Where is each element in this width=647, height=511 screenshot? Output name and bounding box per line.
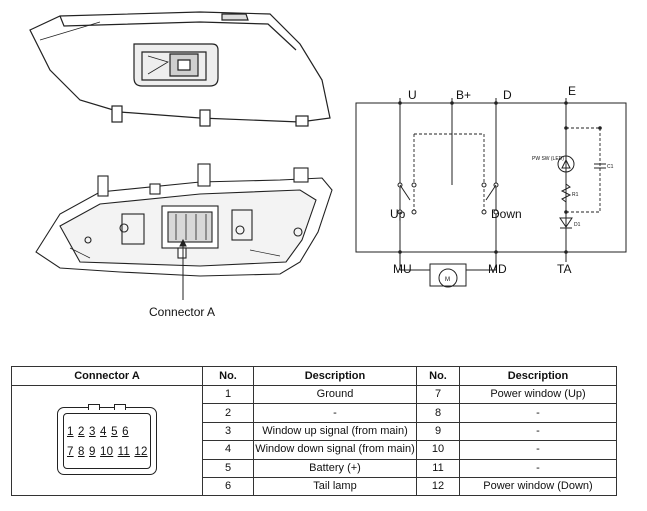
switch-housing-bottom-view: [35, 163, 333, 277]
pin-description: -: [459, 458, 617, 478]
connector-face-cell: 1 2 3 4 5 6 7 8 9 10 11: [11, 384, 203, 497]
pin-number: 7: [67, 445, 74, 458]
pin-description: Window down signal (from main): [253, 440, 417, 460]
pin-number: 10: [100, 445, 114, 458]
terminal-d-label: D: [503, 88, 512, 102]
wiring-illustration: U B+ D E Up Down MU MD TA M PW SW (LED) …: [29, 11, 627, 300]
pin-no: 7: [416, 384, 460, 405]
pin-description: -: [459, 421, 617, 442]
switch-up-label: Up: [390, 207, 406, 221]
header-description-2: Description: [459, 366, 617, 386]
pin-number: 3: [89, 425, 96, 438]
connector-latch: [114, 403, 126, 410]
terminal-mu-label: MU: [393, 262, 412, 276]
terminal-bplus-label: B+: [456, 88, 471, 102]
pin-number: 11: [117, 445, 130, 458]
pin-description: Power window (Down): [459, 476, 617, 497]
terminal-e-label: E: [568, 84, 576, 98]
pin-number: 8: [78, 445, 85, 458]
header-description: Description: [253, 366, 417, 386]
connector-a-callout-line: [179, 238, 187, 300]
pin-number: 2: [78, 425, 85, 438]
schematic: [355, 98, 627, 288]
switch-housing-top-view: [29, 11, 331, 127]
connector-a-callout: Connector A: [149, 305, 216, 319]
pin-number: 12: [134, 445, 148, 458]
pin-no: 2: [202, 403, 254, 423]
pin-no: 12: [416, 476, 460, 497]
pin-number: 1: [67, 425, 74, 438]
table-row: 2 - 8 -: [12, 403, 617, 423]
pin-description: Ground: [253, 384, 417, 405]
switch-down-label: Down: [491, 207, 522, 221]
pin-number: 9: [89, 445, 96, 458]
table-row: 4 Window down signal (from main) 10 -: [12, 440, 617, 460]
terminal-ta-label: TA: [557, 262, 571, 276]
lamp-label: PW SW (LED): [532, 156, 564, 162]
table-row: 1 2 3 4 5 6 7 8 9 10 11: [11, 384, 617, 497]
pin-no: 1: [202, 384, 254, 405]
pin-no: 8: [416, 403, 460, 423]
header-connector: Connector A: [11, 366, 203, 386]
resistor-label: R1: [572, 192, 579, 198]
pin-number: 6: [122, 425, 129, 438]
pin-row-bottom: 7 8 9 10 11 12: [67, 445, 149, 460]
header-no-2: No.: [416, 366, 460, 386]
motor-symbol: M: [445, 277, 450, 283]
pin-no: 5: [202, 458, 254, 478]
pin-no: 6: [202, 476, 254, 497]
terminal-u-label: U: [408, 88, 417, 102]
capacitor-label: C1: [607, 164, 614, 170]
pin-description: -: [459, 403, 617, 423]
pin-number: 4: [100, 425, 107, 438]
terminal-md-label: MD: [488, 262, 507, 276]
header-no: No.: [202, 366, 254, 386]
table-row: 6 Tail lamp 12 Power window (Down): [12, 476, 617, 497]
pin-no: 11: [416, 458, 460, 478]
table-header-row: Connector A No. Description No. Descript…: [11, 366, 617, 386]
pin-no: 10: [416, 440, 460, 460]
pin-description: -: [253, 403, 417, 423]
pin-description: Power window (Up): [459, 384, 617, 405]
pin-description: Tail lamp: [253, 476, 417, 497]
pin-table-wrapper: Connector A No. Description No. Descript…: [11, 366, 617, 497]
connector-inner: [63, 412, 151, 469]
pin-no: 3: [202, 421, 254, 442]
pin-description: Window up signal (from main): [253, 421, 417, 442]
pin-description: Battery (+): [253, 458, 417, 478]
pin-number: 5: [111, 425, 118, 438]
connector-latch: [88, 403, 100, 410]
pin-table: Connector A No. Description No. Descript…: [11, 366, 617, 497]
pin-row-top: 1 2 3 4 5 6: [67, 425, 130, 440]
connector-a-face: 1 2 3 4 5 6 7 8 9 10 11: [57, 403, 157, 475]
pin-no: 4: [202, 440, 254, 460]
diode-label: D1: [574, 222, 581, 228]
pin-no: 9: [416, 421, 460, 442]
pin-description: -: [459, 440, 617, 460]
